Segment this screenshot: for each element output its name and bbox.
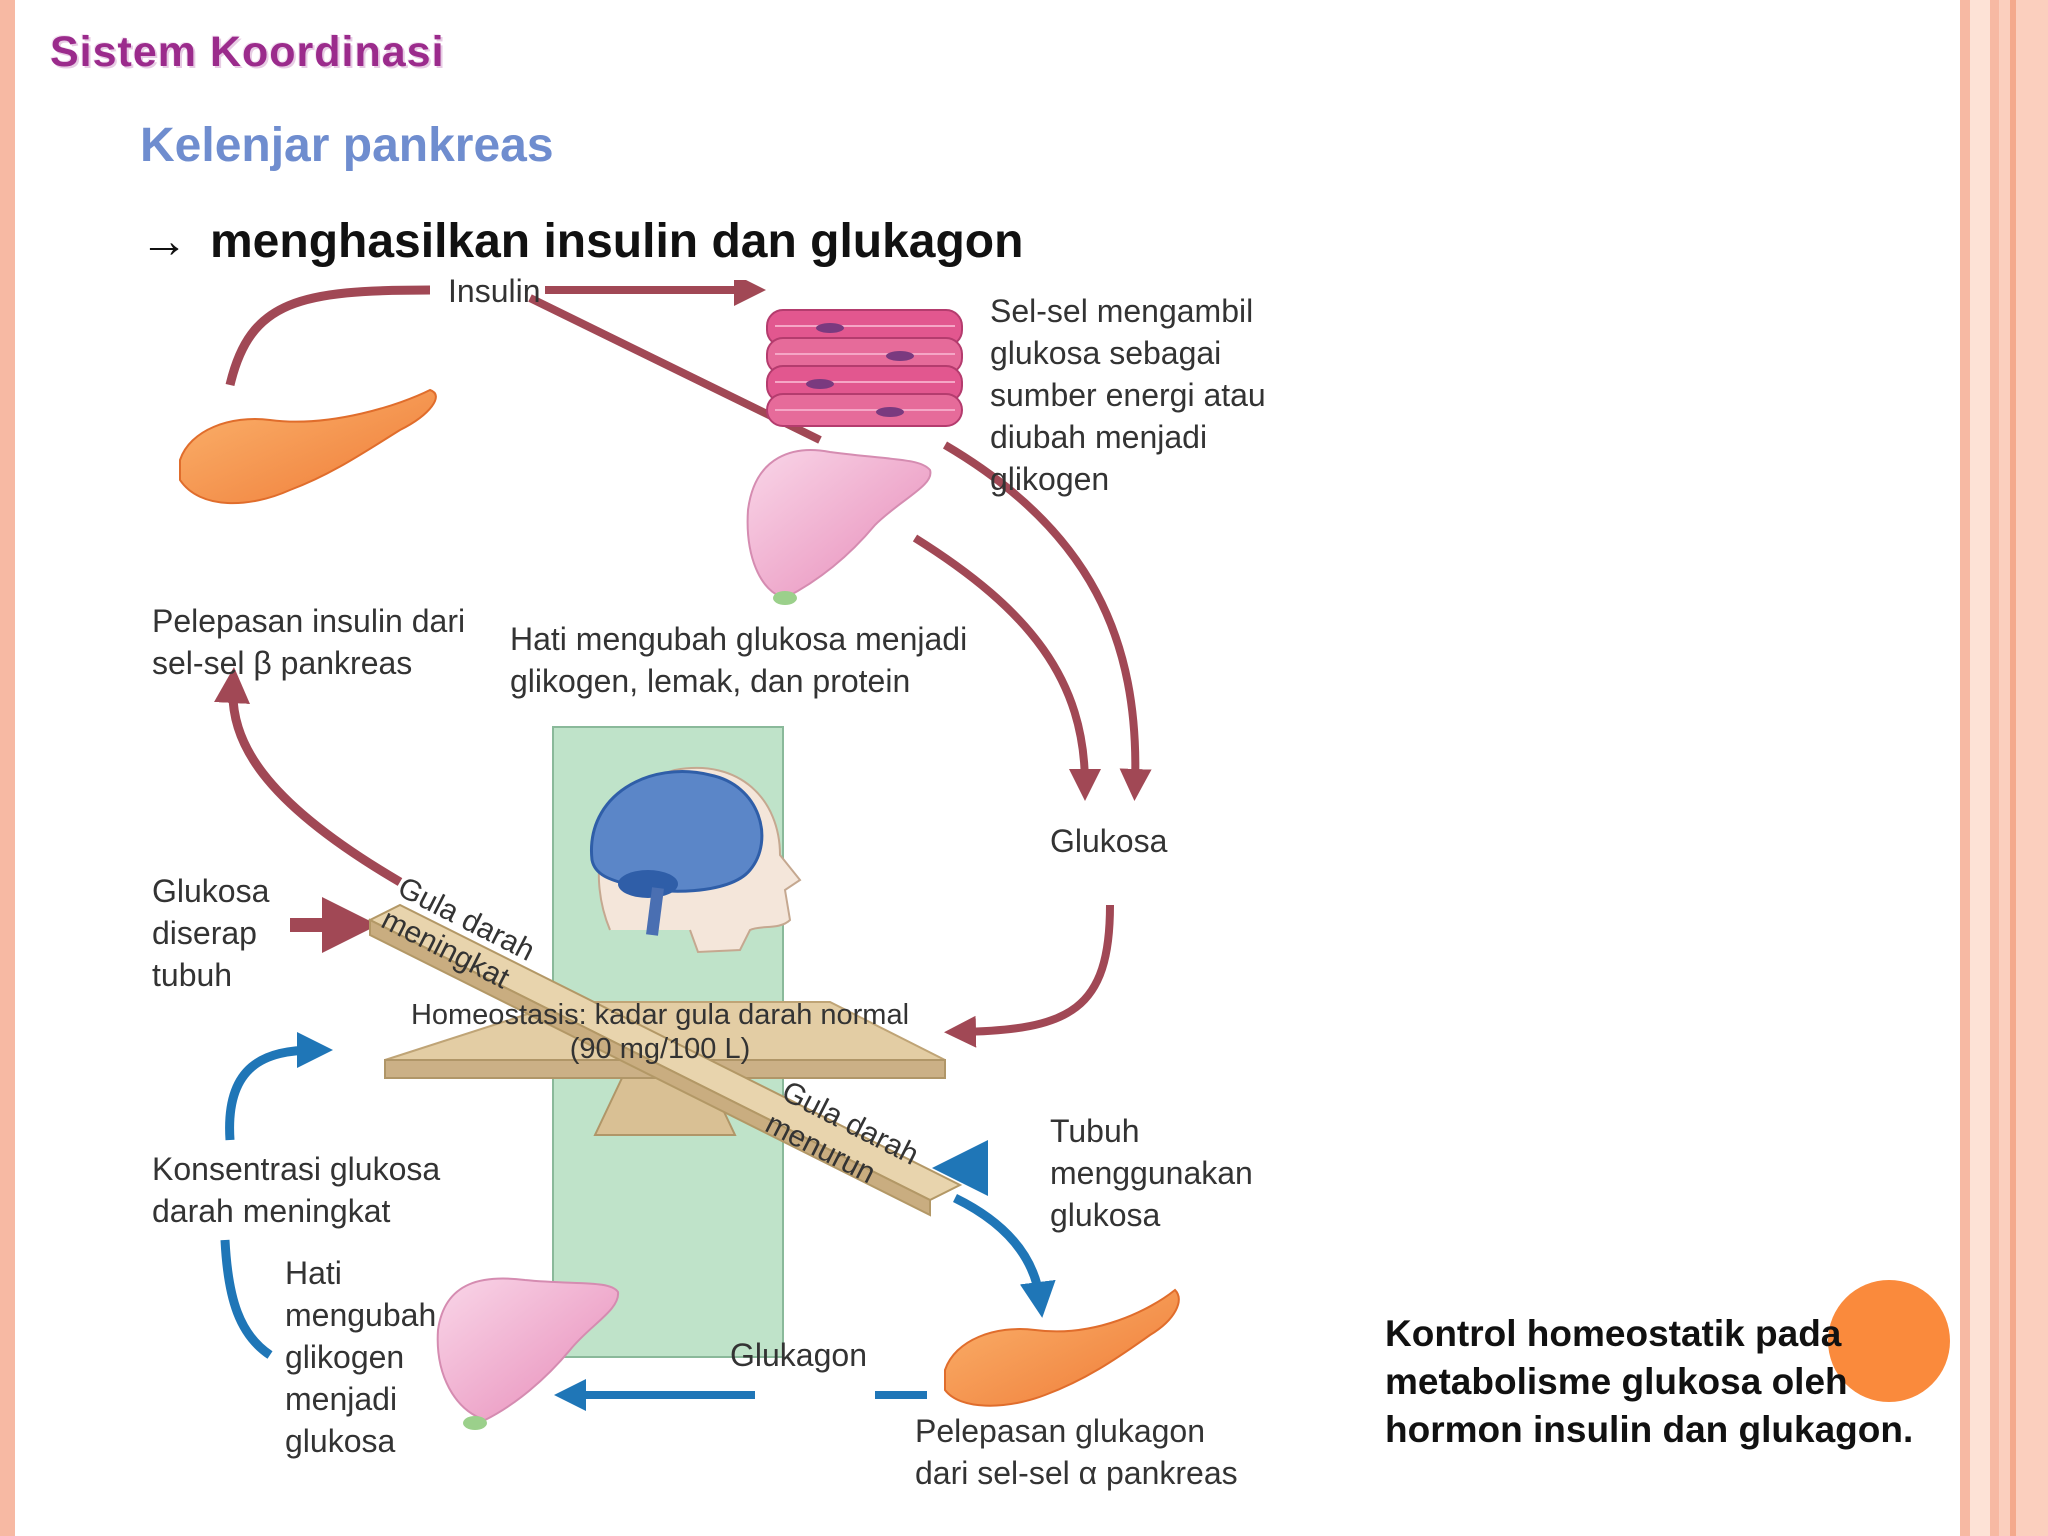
glucagon-release-label: Pelepasan glukagon dari sel-sel α pankre… [915, 1413, 1238, 1491]
cells-take-glucose-label: Sel-sel mengambil glukosa sebagai sumber… [990, 293, 1266, 497]
glucose-homeostasis-diagram: Insulin Sel-sel mengambil glukosa sebaga… [130, 273, 1310, 1510]
gallbladder-icon [463, 1416, 487, 1430]
insulin-arrow-up [225, 285, 431, 387]
liver-converts-label: Hati mengubah glukosa menjadi glikogen, … [510, 621, 968, 699]
muscle-tissue-icon [766, 309, 963, 427]
muscle-to-glucose-arrow [942, 441, 1152, 801]
seesaw-to-pancreas-arrow [214, 667, 403, 886]
left-border [0, 0, 15, 1536]
arrow-icon: → [140, 215, 188, 268]
glucose-concentration-arrow [225, 1032, 333, 1141]
slide-title: Kelenjar pankreas [140, 119, 554, 172]
pancreas-icon [944, 1288, 1180, 1407]
seesaw-to-pancreas-blue-arrow [953, 1193, 1056, 1318]
cerebellum-icon [618, 870, 678, 898]
liver-curve [220, 1239, 273, 1359]
right-border-stripe [1970, 0, 1990, 1536]
right-border-stripe [1999, 0, 2048, 1536]
glucose-to-seesaw-arrow [944, 904, 1114, 1048]
glucose-absorbed-label: Glukosa diserap tubuh [152, 873, 270, 993]
homeostasis-label: Homeostasis: kadar gula darah normal (90… [410, 999, 910, 1065]
gallbladder-icon [773, 591, 797, 605]
decorative-orange-circle [1828, 1280, 1950, 1402]
liver-glycogen-to-glucose-label: Hati mengubah glikogen menjadi glukosa [285, 1255, 437, 1459]
glucose-concentration-up-label: Konsentrasi glukosa darah meningkat [152, 1151, 441, 1229]
seesaw-plank-side [369, 918, 931, 1217]
figure-caption: Kontrol homeostatik pada metabolisme glu… [1385, 1313, 1914, 1450]
glukosa-label: Glukosa [1050, 823, 1168, 859]
insulin-label: Insulin [448, 273, 541, 309]
pancreas-icon [179, 388, 437, 505]
slide-subtitle: → menghasilkan insulin dan glukagon [140, 214, 1023, 269]
body-uses-glucose-label: Tubuh menggunakan glukosa [1050, 1113, 1253, 1233]
liver-to-glucose-arrow [912, 534, 1101, 801]
right-border-stripe [1990, 0, 1999, 1536]
brain-stem-icon [646, 887, 664, 936]
right-border-stripe [1960, 0, 1970, 1536]
glukagon-label: Glukagon [730, 1337, 867, 1373]
insulin-release-label: Pelepasan insulin dari sel-sel β pankrea… [152, 603, 466, 681]
right-border-stripe [2010, 0, 2016, 1536]
subtitle-text: menghasilkan insulin dan glukagon [210, 215, 1024, 268]
liver-icon [436, 1277, 620, 1422]
diagram-graphics [179, 280, 1180, 1430]
liver-icon [746, 449, 932, 600]
section-title: Sistem Koordinasi [50, 28, 445, 76]
